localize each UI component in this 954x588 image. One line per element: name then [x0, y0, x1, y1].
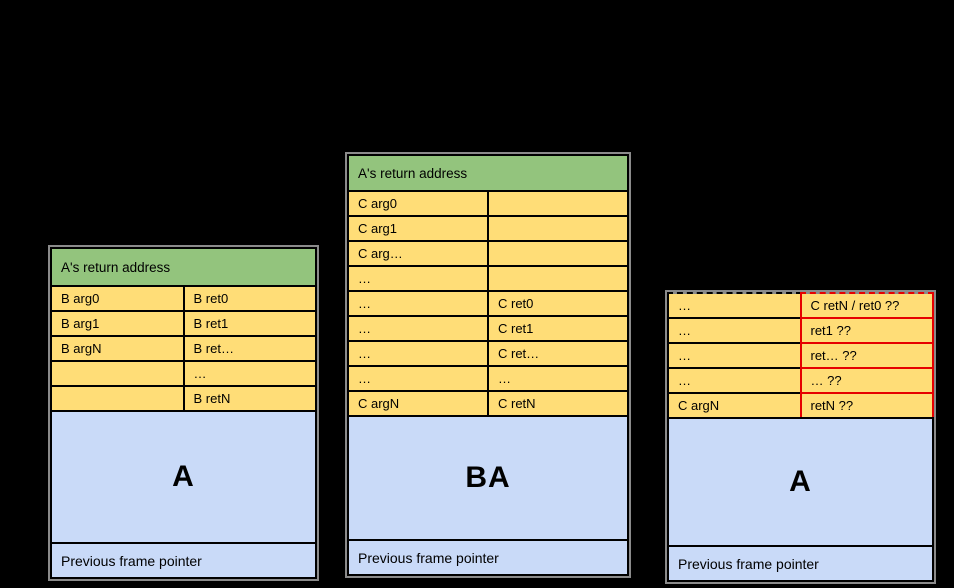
previous-frame-pointer-cell: Previous frame pointer [347, 539, 629, 576]
arg-cell: B arg1 [50, 310, 185, 337]
arg-cell: C arg… [347, 240, 489, 267]
ret-cell: C ret0 [487, 290, 629, 317]
stack-diagram-right: … C retN / ret0 ?? … ret1 ?? … ret… ?? …… [665, 290, 936, 584]
table-row: … C retN / ret0 ?? [667, 292, 934, 319]
ret-cell: B ret… [182, 335, 317, 362]
arg-cell: … [347, 340, 489, 367]
table-row: … ret1 ?? [667, 317, 934, 344]
arg-cell: C argN [667, 392, 802, 419]
arg-cell: … [347, 290, 489, 317]
arg-cell: … [347, 265, 489, 292]
table-row: C arg1 [347, 215, 629, 242]
ret-cell: C ret… [487, 340, 629, 367]
arg-cell: B arg0 [50, 285, 185, 312]
table-row: … ret… ?? [667, 342, 934, 369]
table-row: … C ret1 [347, 315, 629, 342]
arg-cell: C argN [347, 390, 489, 417]
ret-cell: C retN [487, 390, 629, 417]
table-row: B arg1 B ret1 [50, 310, 317, 337]
arg-cell: … [667, 367, 802, 394]
arg-cell: … [667, 317, 802, 344]
previous-frame-pointer-cell: Previous frame pointer [50, 542, 317, 579]
empty-cell [487, 265, 629, 292]
ret-cell: … [182, 360, 317, 387]
arg-cell: … [667, 342, 802, 369]
empty-cell [487, 240, 629, 267]
table-row: … … [347, 365, 629, 392]
arg-cell: … [347, 365, 489, 392]
ret-cell: … [487, 365, 629, 392]
table-row: … [50, 360, 317, 387]
stack-diagram-left: A's return address B arg0 B ret0 B arg1 … [48, 245, 319, 581]
arg-cell: C arg1 [347, 215, 489, 242]
ret-cell: B ret0 [182, 285, 317, 312]
ret-cell: C ret1 [487, 315, 629, 342]
table-row: … … ?? [667, 367, 934, 394]
arg-cell: C arg0 [347, 190, 489, 217]
frame-body-label: A [667, 417, 934, 547]
frame-body-label: A [50, 410, 317, 544]
arg-cell: … [667, 292, 802, 319]
table-row: … C ret0 [347, 290, 629, 317]
empty-cell [487, 190, 629, 217]
arg-cell: … [347, 315, 489, 342]
table-row: C argN C retN [347, 390, 629, 417]
return-address-header: A's return address [50, 247, 317, 287]
table-row: C argN retN ?? [667, 392, 934, 419]
empty-cell [487, 215, 629, 242]
arg-cell: B argN [50, 335, 185, 362]
table-row: B retN [50, 385, 317, 412]
table-row: B argN B ret… [50, 335, 317, 362]
previous-frame-pointer-cell: Previous frame pointer [667, 545, 934, 582]
empty-cell [50, 360, 185, 387]
frame-body-label: BA [347, 415, 629, 541]
table-row: … [347, 265, 629, 292]
table-row: … C ret… [347, 340, 629, 367]
ret-cell-highlighted: C retN / ret0 ?? [799, 292, 934, 319]
stack-diagram-middle: A's return address C arg0 C arg1 C arg… … [345, 152, 631, 578]
table-row: C arg… [347, 240, 629, 267]
table-row: B arg0 B ret0 [50, 285, 317, 312]
empty-cell [50, 385, 185, 412]
table-row: C arg0 [347, 190, 629, 217]
ret-cell: B retN [182, 385, 317, 412]
ret-cell-highlighted: ret… ?? [799, 342, 934, 369]
return-address-header: A's return address [347, 154, 629, 192]
ret-cell-highlighted: retN ?? [799, 392, 934, 419]
ret-cell: B ret1 [182, 310, 317, 337]
ret-cell-highlighted: … ?? [799, 367, 934, 394]
ret-cell-highlighted: ret1 ?? [799, 317, 934, 344]
